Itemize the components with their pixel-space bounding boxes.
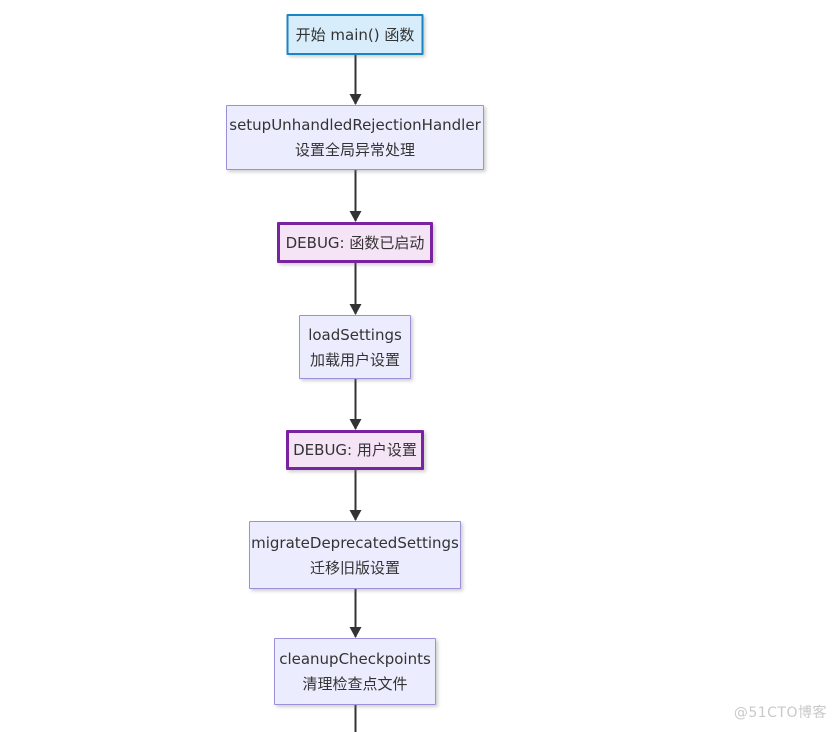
node-label: DEBUG: 用户设置 <box>293 441 417 459</box>
flow-node-setup-handler: setupUnhandledRejectionHandler 设置全局异常处理 <box>226 105 484 170</box>
node-label: DEBUG: 函数已启动 <box>285 233 425 252</box>
node-sublabel: 设置全局异常处理 <box>294 141 415 159</box>
node-sublabel: 加载用户设置 <box>309 350 400 369</box>
flow-node-start: 开始 main() 函数 <box>286 14 424 55</box>
node-label: cleanupCheckpoints <box>279 650 431 668</box>
flow-node-debug-started: DEBUG: 函数已启动 <box>277 222 433 263</box>
node-sublabel: 迁移旧版设置 <box>309 558 400 577</box>
flow-node-debug-user-settings: DEBUG: 用户设置 <box>286 430 424 470</box>
node-sublabel: 清理检查点文件 <box>302 675 408 693</box>
watermark: @51CTO博客 <box>733 705 827 721</box>
flow-node-migrate-settings: migrateDeprecatedSettings 迁移旧版设置 <box>249 521 461 589</box>
node-label: setupUnhandledRejectionHandler <box>229 116 481 134</box>
flow-node-cleanup-checkpoints: cleanupCheckpoints 清理检查点文件 <box>274 638 436 705</box>
node-label: loadSettings <box>308 325 402 344</box>
flow-node-load-settings: loadSettings 加载用户设置 <box>299 315 411 379</box>
node-label: 开始 main() 函数 <box>295 25 415 44</box>
node-label: migrateDeprecatedSettings <box>251 533 459 552</box>
